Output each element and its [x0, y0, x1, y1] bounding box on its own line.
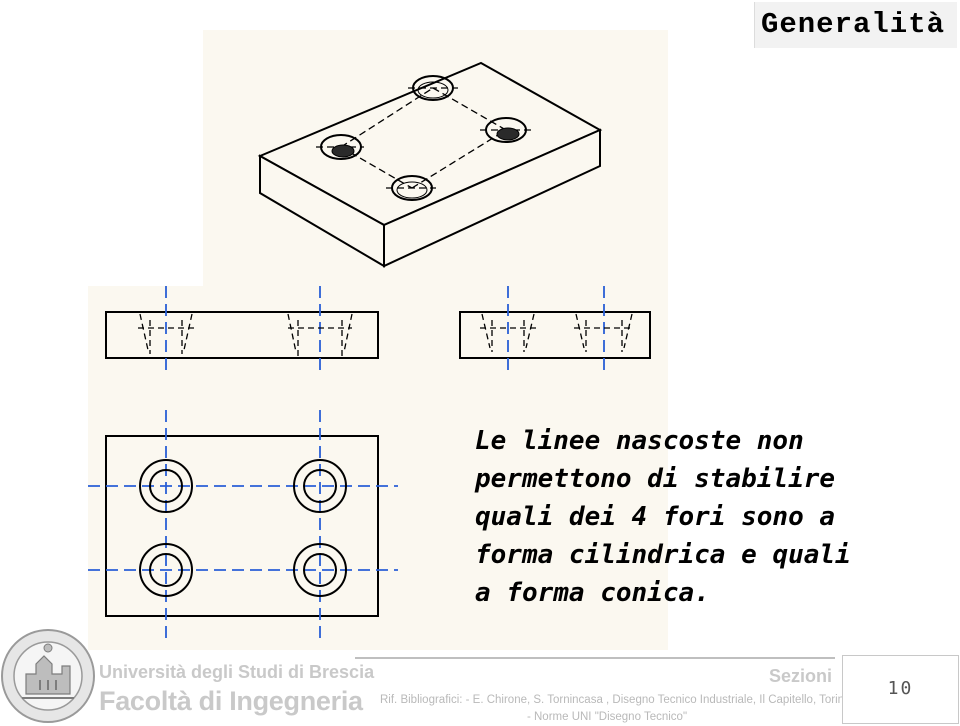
- slide-footer: Università degli Studi di Brescia Facolt…: [0, 629, 960, 726]
- note-line: a forma conica.: [475, 578, 710, 608]
- technical-drawing: [88, 30, 668, 652]
- side-view: [459, 286, 651, 376]
- iso-hole-top: [412, 75, 454, 101]
- university-seal-logo: [1, 629, 95, 723]
- front-view: [105, 286, 379, 376]
- top-hole-inner-br: [303, 553, 337, 587]
- note-line: quali dei 4 fori sono a: [475, 502, 836, 532]
- explanatory-note: Le linee nascoste non permettono di stab…: [475, 422, 895, 612]
- note-line: forma cilindrica e quali: [475, 540, 851, 570]
- top-view: [88, 410, 398, 640]
- top-hole-outer-bl: [139, 543, 193, 597]
- note-line: permettono di stabilire: [475, 464, 836, 494]
- footer-divider: [355, 657, 835, 659]
- top-hole-outer-tl: [139, 459, 193, 513]
- iso-hole-right: [485, 117, 527, 143]
- top-hole-inner-tr: [303, 469, 337, 503]
- reference-line: - Norme UNI "Disegno Tecnico": [526, 711, 688, 723]
- faculty-name: Facoltà di Ingegneria: [99, 686, 363, 716]
- top-hole-inner-bl: [149, 553, 183, 587]
- slide-title: Generalità: [760, 8, 945, 41]
- university-name: Università degli Studi di Brescia: [99, 662, 375, 682]
- reference-line: Rif. Bibliografici: - E. Chirone, S. Tor…: [380, 694, 851, 706]
- iso-hole-bottom: [391, 175, 433, 201]
- page-number-box: 10: [842, 655, 959, 724]
- iso-hole-left: [320, 134, 362, 160]
- note-line: Le linee nascoste non: [475, 426, 804, 456]
- slide-title-box: Generalità: [754, 2, 957, 48]
- top-hole-outer-tr: [293, 459, 347, 513]
- top-hole-outer-br: [293, 543, 347, 597]
- bibliography-references: Rif. Bibliografici: - E. Chirone, S. Tor…: [380, 692, 851, 726]
- section-label: Sezioni: [768, 666, 832, 686]
- isometric-view: [257, 61, 603, 268]
- page-number: 10: [887, 678, 914, 699]
- top-hole-inner-tl: [149, 469, 183, 503]
